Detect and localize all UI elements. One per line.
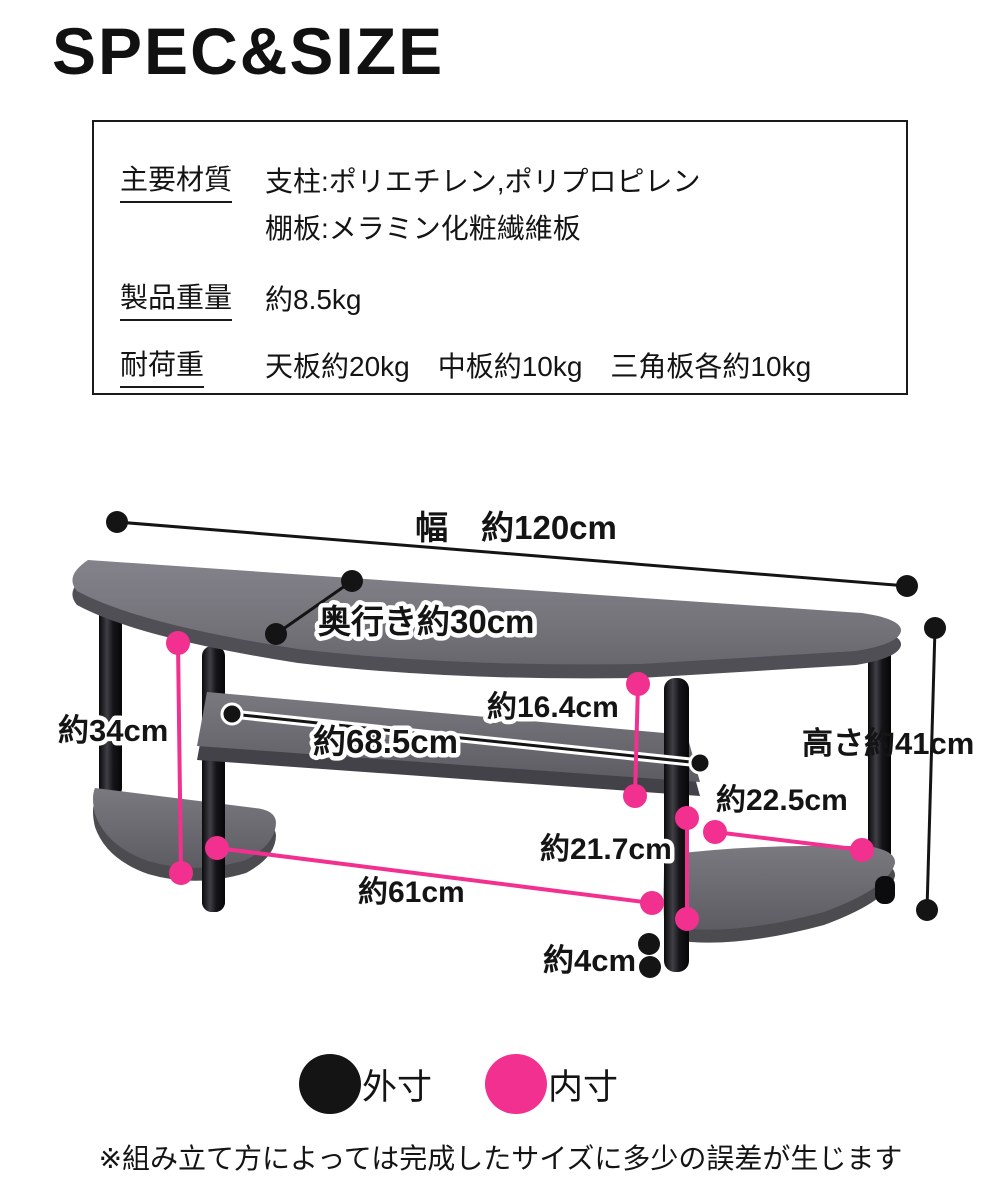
dim-dot [675, 907, 699, 931]
dim-label-inner-width: 約68.5cm [313, 723, 458, 760]
foot-back-right [875, 876, 895, 904]
outer-dimension-dot-icon [299, 1054, 361, 1114]
dim-label-foot: 約4cm [543, 943, 636, 978]
dim-dot [169, 861, 193, 885]
dim-label-inner-right-clearance: 約22.5cm [716, 784, 848, 817]
dim-line-inner-bottom-width [216, 846, 653, 905]
dim-dot [623, 784, 647, 808]
dim-line-inner-top-clearance [633, 683, 640, 797]
dim-line-depth [275, 579, 353, 636]
dim-dot [688, 751, 712, 775]
dim-line-inner-width [231, 712, 701, 765]
spec-value-weight: 約8.5kg [265, 284, 362, 315]
bottom-right-shelf [663, 846, 896, 930]
legend-inner-label: 内寸 [548, 1067, 619, 1107]
spec-label-load: 耐荷重 [120, 343, 205, 388]
dim-dot [626, 672, 650, 696]
dim-line-inner-left-height [176, 642, 183, 874]
dim-dot-foot-top [638, 933, 660, 955]
pole-back-right [868, 638, 891, 874]
dim-dot [106, 511, 128, 533]
dim-label-inner-bottom-width: 約61cm [358, 876, 465, 909]
dim-dot [850, 838, 874, 862]
assembly-tolerance-note: ※組み立て方によっては完成したサイズに多少の誤差が生じます [98, 1143, 903, 1174]
pole-front-right [664, 678, 689, 972]
dim-dot [341, 570, 363, 592]
dim-line-height [925, 627, 937, 911]
dim-label-inner-lower-height: 約21.7cm [540, 833, 672, 866]
inner-dimensions: 約34cm 約16.4cm 約22.5cm 約21.7cm 約61cm [54, 631, 874, 931]
dim-dot [675, 806, 699, 830]
legend-outer-label: 外寸 [362, 1067, 433, 1107]
spec-value-material-line1: 支柱:ポリエチレン,ポリプロピレン [265, 166, 701, 197]
dim-dot [220, 702, 244, 726]
dim-label-inner-top-clearance: 約16.4cm [487, 691, 619, 724]
spec-row-load: 耐荷重 天板約20kg 中板約10kg 三角板各約10kg [120, 343, 906, 390]
spec-table: 主要材質 支柱:ポリエチレン,ポリプロピレン 棚板:メラミン化粧繊維板 製品重量… [92, 120, 908, 395]
dim-dot [896, 575, 918, 597]
dim-dot [640, 891, 664, 915]
dim-dot [205, 836, 229, 860]
inner-dimension-dot-icon [485, 1054, 548, 1114]
dim-dot-foot-bottom [639, 956, 661, 978]
dim-dot [916, 899, 938, 921]
spec-value-material-line2: 棚板:メラミン化粧繊維板 [265, 213, 581, 244]
dim-line-width [116, 520, 908, 588]
dim-label-depth: 奥行き約30cm [318, 603, 534, 640]
dim-label-inner-left-height: 約34cm [58, 713, 168, 748]
dim-label-height: 高さ約41cm [802, 726, 974, 761]
dim-dot [924, 617, 946, 639]
spec-label-material: 主要材質 [120, 158, 233, 203]
page-title: SPEC&SIZE [52, 14, 445, 88]
spec-row-material: 主要材質 支柱:ポリエチレン,ポリプロピレン 棚板:メラミン化粧繊維板 [120, 158, 906, 252]
outer-dimensions: 幅 約120cm 奥行き約30cm 高さ約41cm 約4cm 約68.5cm [106, 509, 974, 978]
dim-dot [265, 623, 287, 645]
spec-label-weight: 製品重量 [120, 276, 233, 321]
dim-line-inner-right-clearance [714, 830, 863, 852]
pole-front-left [99, 598, 122, 798]
spec-value-material: 支柱:ポリエチレン,ポリプロピレン 棚板:メラミン化粧繊維板 [265, 158, 906, 252]
spec-value-load: 天板約20kg 中板約10kg 三角板各約10kg [265, 351, 812, 382]
dim-label-width: 幅 約120cm [415, 509, 617, 546]
spec-row-weight: 製品重量 約8.5kg [120, 276, 906, 323]
dim-dot [703, 820, 727, 844]
dim-dot [166, 631, 190, 655]
dimension-legend: 外寸 内寸 [298, 1053, 670, 1115]
